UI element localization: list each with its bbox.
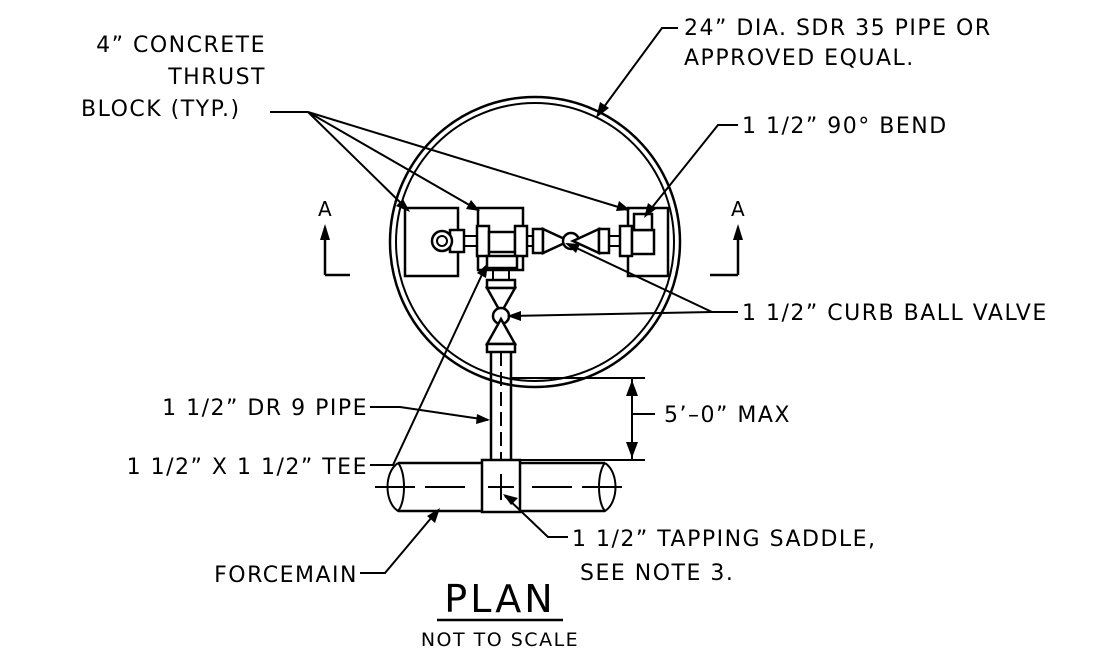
- forcemain-pipe: [375, 458, 628, 514]
- pipe-label-line1: 24” DIA. SDR 35 PIPE OR: [684, 16, 992, 41]
- saddle-label-line1: 1 1/2” TAPPING SADDLE,: [572, 527, 877, 552]
- bend-label: 1 1/2” 90° BEND: [742, 114, 948, 139]
- scale-note: NOT TO SCALE: [421, 629, 579, 651]
- saddle-label-line2: SEE NOTE 3.: [580, 561, 734, 586]
- forcemain-label: FORCEMAIN: [214, 563, 358, 588]
- annotations: 24” DIA. SDR 35 PIPE OR APPROVED EQUAL. …: [81, 16, 1048, 588]
- thrust-block-label-line2: THRUST: [167, 65, 266, 90]
- section-label-right: A: [731, 197, 746, 221]
- tee-label: 1 1/2” X 1 1/2” TEE: [127, 455, 368, 480]
- leaders: [270, 27, 738, 574]
- dr9-pipe-label: 1 1/2” DR 9 PIPE: [162, 396, 368, 421]
- 24-inch-pipe-circle: [388, 95, 682, 389]
- max-dimension-label: 5’–0” MAX: [664, 403, 791, 428]
- title-block: PLAN NOT TO SCALE: [421, 577, 579, 651]
- pipe-label-line2: APPROVED EQUAL.: [684, 46, 915, 71]
- max-dimension: [511, 377, 655, 461]
- plan-title: PLAN: [444, 577, 555, 621]
- thrust-block-label-line3: BLOCK (TYP.): [81, 97, 241, 122]
- section-marker-left: A: [318, 197, 350, 277]
- curb-valve-label: 1 1/2” CURB BALL VALVE: [742, 301, 1048, 326]
- section-marker-right: A: [710, 197, 746, 277]
- section-label-left: A: [318, 197, 333, 221]
- thrust-block-label-line1: 4” CONCRETE: [96, 33, 266, 58]
- fittings: [430, 212, 656, 460]
